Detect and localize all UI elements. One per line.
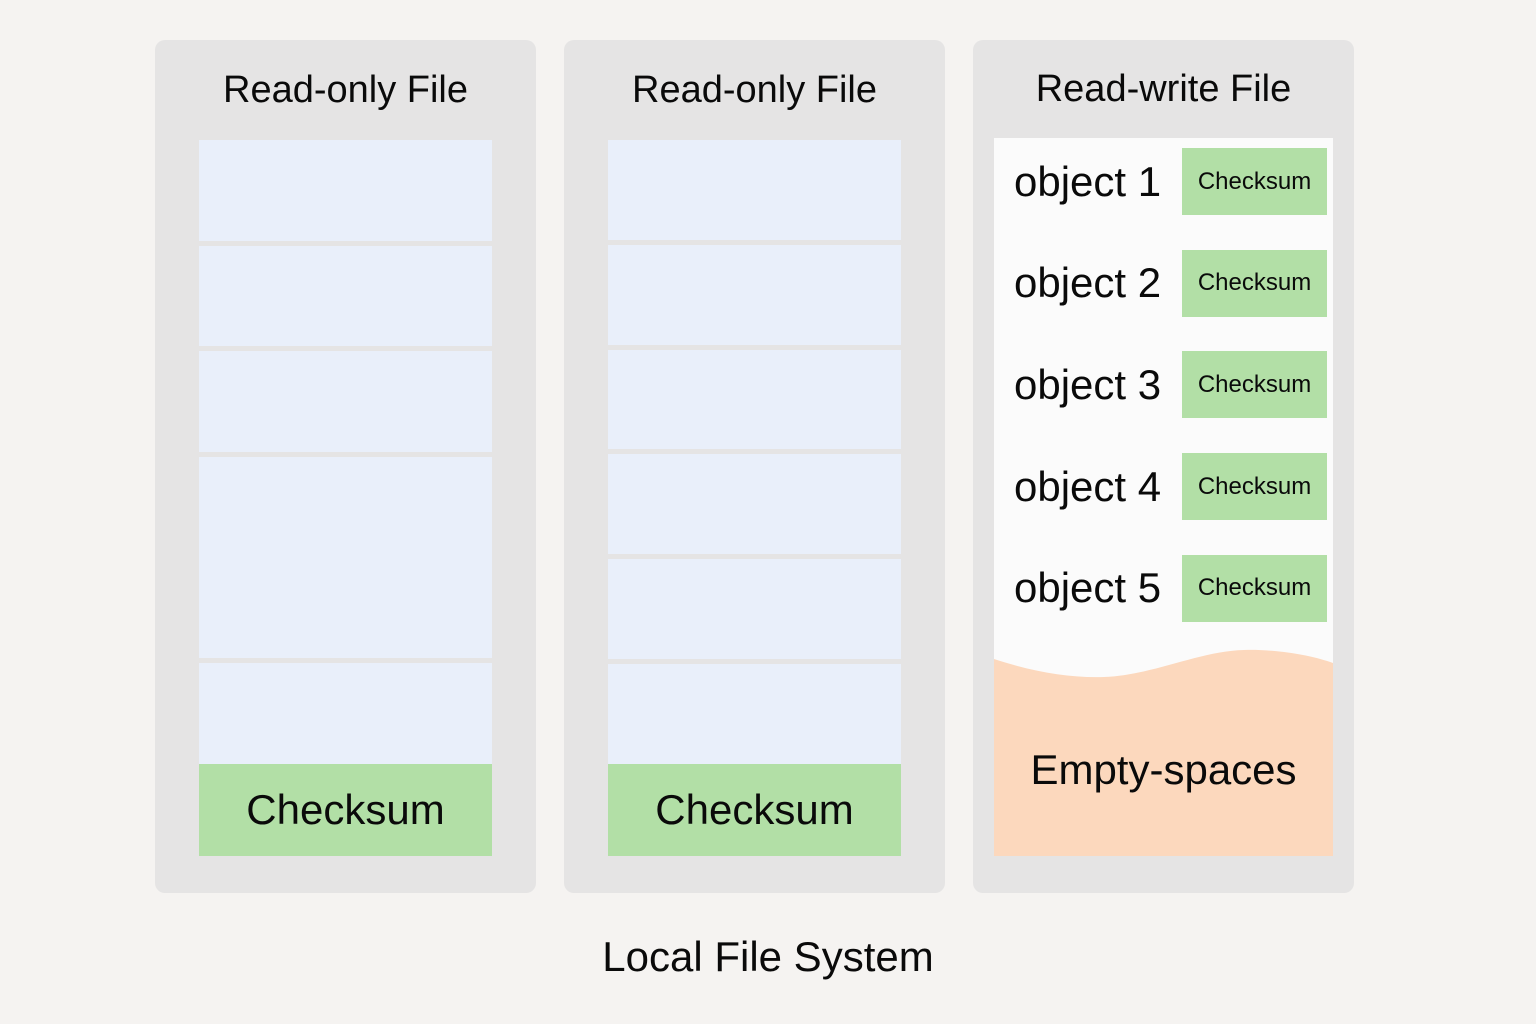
file-block <box>608 559 901 660</box>
checksum-badge: Checksum <box>1182 249 1327 317</box>
panel-title: Read-only File <box>223 68 468 111</box>
file-block <box>608 349 901 450</box>
checksum-badge: Checksum <box>1182 554 1327 622</box>
file-block <box>199 663 492 765</box>
file-block <box>608 454 901 555</box>
checksum-bar: Checksum <box>608 764 901 856</box>
object-row: object 5 Checksum <box>994 537 1333 639</box>
checksum-bar: Checksum <box>199 764 492 856</box>
object-row: object 1 Checksum <box>994 138 1333 233</box>
file-block <box>199 140 492 241</box>
checksum-badge: Checksum <box>1182 453 1327 521</box>
empty-spaces-wave <box>994 649 1333 856</box>
object-label: object 5 <box>1014 564 1162 612</box>
checksum-badge: Checksum <box>1182 351 1327 419</box>
object-label: object 4 <box>1014 462 1162 510</box>
read-only-file-panel-2: Read-only File Checksum <box>564 40 945 893</box>
read-only-file-panel-1: Read-only File Checksum <box>155 40 536 893</box>
file-block <box>608 140 901 240</box>
empty-spaces-region: Empty-spaces <box>994 630 1333 856</box>
file-block <box>608 244 901 345</box>
file-block <box>199 245 492 347</box>
checksum-badge: Checksum <box>1182 148 1327 216</box>
panel-row: Read-only File Checksum Read-only File C… <box>155 40 1354 893</box>
panel-title: Read-write File <box>1035 67 1292 110</box>
file-block <box>199 457 492 659</box>
empty-spaces-label: Empty-spaces <box>1030 746 1297 793</box>
file-block <box>199 351 492 453</box>
object-row: object 2 Checksum <box>994 233 1333 335</box>
diagram-caption: Local File System <box>602 933 934 980</box>
object-label: object 2 <box>1014 259 1162 307</box>
block-stack <box>608 140 901 764</box>
object-label: object 1 <box>1014 157 1162 205</box>
object-row: object 3 Checksum <box>994 334 1333 436</box>
panel-title: Read-only File <box>632 68 877 111</box>
object-row: object 4 Checksum <box>994 436 1333 538</box>
object-label: object 3 <box>1014 360 1162 408</box>
file-block <box>608 664 901 764</box>
block-stack <box>199 140 492 765</box>
